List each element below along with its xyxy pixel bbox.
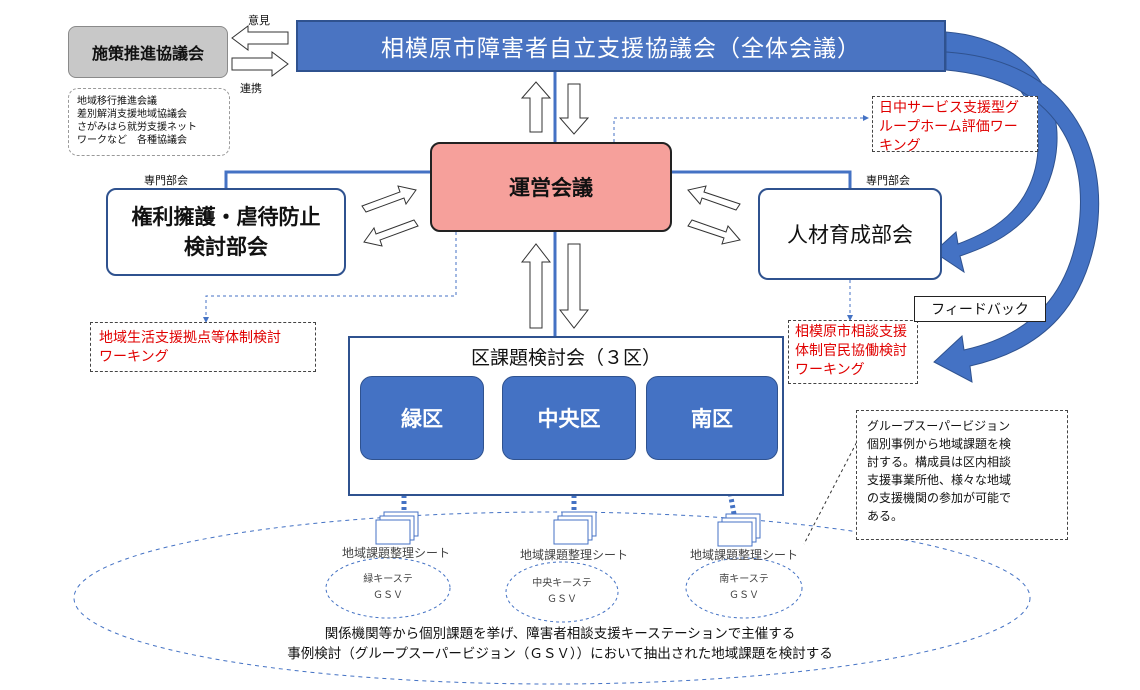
ward-box-chuo: 中央区 xyxy=(502,376,636,460)
station-label-chuo: 中央キーステ ＧＳＶ xyxy=(512,576,612,608)
policy-sub-line: 地域移行推進会議 xyxy=(77,96,157,107)
station-label-minami: 南キーステ ＧＳＶ xyxy=(694,572,794,604)
connector-unei-kenri xyxy=(224,170,430,188)
policy-sub-line: さがみはら就労支援ネット xyxy=(77,122,197,133)
sheet-icon-minami xyxy=(717,513,761,547)
gsv-note-line: 支援事業所他、様々な地域 xyxy=(867,473,1012,487)
gsv-note-line: グループスーパービジョン xyxy=(867,419,1011,433)
arrow-up-main xyxy=(520,81,552,133)
ward-panel: 区課題検討会（３区） 緑区 中央区 南区 xyxy=(348,336,784,496)
gsv-note-line: 討する。構成員は区内相談 xyxy=(867,455,1012,469)
gsv-note-line: ある。 xyxy=(867,509,904,523)
arrow-down-ward xyxy=(558,243,590,329)
gsv-note-line: 個別事例から地域課題を検 xyxy=(867,437,1012,451)
policy-council-box: 施策推進協議会 xyxy=(68,26,228,78)
daytime-wg-line: ループホーム評価ワー xyxy=(879,119,1018,135)
arrow-unei-to-jinzai xyxy=(687,219,741,245)
station-gsv: ＧＳＶ xyxy=(547,594,577,605)
bottom-line: 関係機関等から個別課題を挙げ、障害者相談支援キーステーションで主催する xyxy=(324,626,796,642)
feedback-curve-lower xyxy=(933,51,1100,383)
regional-wg-box: 地域生活支援拠点等体制検討 ワーキング xyxy=(90,322,316,372)
gsv-ellipse xyxy=(73,511,1031,685)
sagamihara-wg-line: 体制官民協働検討 xyxy=(795,343,907,359)
policy-sub-box: 地域移行推進会議 差別解消支援地域協議会 さがみはら就労支援ネット ワークなど … xyxy=(68,88,230,156)
rights-committee-line: 検討部会 xyxy=(184,235,268,259)
sheet-icon-midori xyxy=(375,511,419,545)
bottom-description: 関係機関等から個別課題を挙げ、障害者相談支援キーステーションで主催する 事例検討… xyxy=(150,624,970,668)
arrow-unei-to-kenri xyxy=(363,219,419,247)
arrow-kenri-to-unei xyxy=(361,185,417,213)
gsv-note-line: の支援機関の参加が可能で xyxy=(867,491,1012,505)
cooperation-label: 連携 xyxy=(240,82,262,95)
arrow-opinion xyxy=(231,25,289,51)
sheet-label-midori: 地域課題整理シート xyxy=(341,546,450,560)
station-gsv: ＧＳＶ xyxy=(373,590,403,601)
daytime-wg-line: 日中サービス支援型グ xyxy=(879,100,1019,116)
station-ellipse-minami xyxy=(685,557,803,619)
arrow-down-main xyxy=(558,83,590,135)
feedback-label: フィードバック xyxy=(914,296,1046,322)
station-label-midori: 緑キーステ ＧＳＶ xyxy=(338,572,438,604)
senmon-bukai-label-right: 専門部会 xyxy=(866,174,910,187)
regional-wg-line: 地域生活支援拠点等体制検討 xyxy=(99,330,281,346)
management-meeting-box: 運営会議 xyxy=(430,142,672,232)
ward-panel-title: 区課題検討会（３区） xyxy=(470,346,661,369)
ward-box-minami: 南区 xyxy=(646,376,778,460)
dashed-unei-regional xyxy=(203,232,457,323)
station-name: 緑キーステ xyxy=(363,574,413,585)
sagamihara-wg-line: 相模原市相談支援 xyxy=(795,324,907,340)
gsv-note-box: グループスーパービジョン 個別事例から地域課題を検 討する。構成員は区内相談 支… xyxy=(856,410,1068,540)
arrow-up-ward xyxy=(520,243,552,329)
arrow-cooperation xyxy=(231,51,289,77)
sheet-label-chuo: 地域課題整理シート xyxy=(519,548,628,562)
arrow-jinzai-to-unei xyxy=(687,185,741,211)
rights-committee-box: 権利擁護・虐待防止 検討部会 xyxy=(106,188,346,276)
policy-sub-line: ワークなど 各種協議会 xyxy=(77,135,187,146)
sheet-label-minami: 地域課題整理シート xyxy=(689,548,798,562)
sagamihara-wg-box: 相模原市相談支援 体制官民協働検討 ワーキング xyxy=(788,320,918,384)
opinion-label: 意見 xyxy=(248,14,270,27)
regional-wg-line: ワーキング xyxy=(99,349,169,365)
sagamihara-wg-line: ワーキング xyxy=(795,362,865,378)
daytime-wg-box: 日中サービス支援型グ ループホーム評価ワー キング xyxy=(872,96,1038,154)
station-ellipse-midori xyxy=(325,557,451,619)
dashed-unei-daytime xyxy=(613,115,869,142)
daytime-wg-line: キング xyxy=(879,138,921,154)
station-ellipse-chuo xyxy=(505,561,619,623)
senmon-bukai-label-left: 専門部会 xyxy=(144,174,188,187)
ward-box-midori: 緑区 xyxy=(360,376,484,460)
policy-sub-line: 差別解消支援地域協議会 xyxy=(77,109,187,120)
rights-committee-line: 権利擁護・虐待防止 xyxy=(131,205,321,229)
bottom-line: 事例検討（グループスーパービジョン（ＧＳＶ））において抽出された地域課題を検討す… xyxy=(287,646,833,662)
station-name: 中央キーステ xyxy=(532,578,592,589)
hr-committee-box: 人材育成部会 xyxy=(758,188,942,280)
station-name: 南キーステ xyxy=(719,574,769,585)
gsv-note-leader xyxy=(803,431,863,545)
station-gsv: ＧＳＶ xyxy=(729,590,759,601)
main-title: 相模原市障害者自立支援協議会（全体会議） xyxy=(296,20,946,72)
connector-unei-jinzai xyxy=(672,170,852,188)
sheet-icon-chuo xyxy=(553,511,597,545)
